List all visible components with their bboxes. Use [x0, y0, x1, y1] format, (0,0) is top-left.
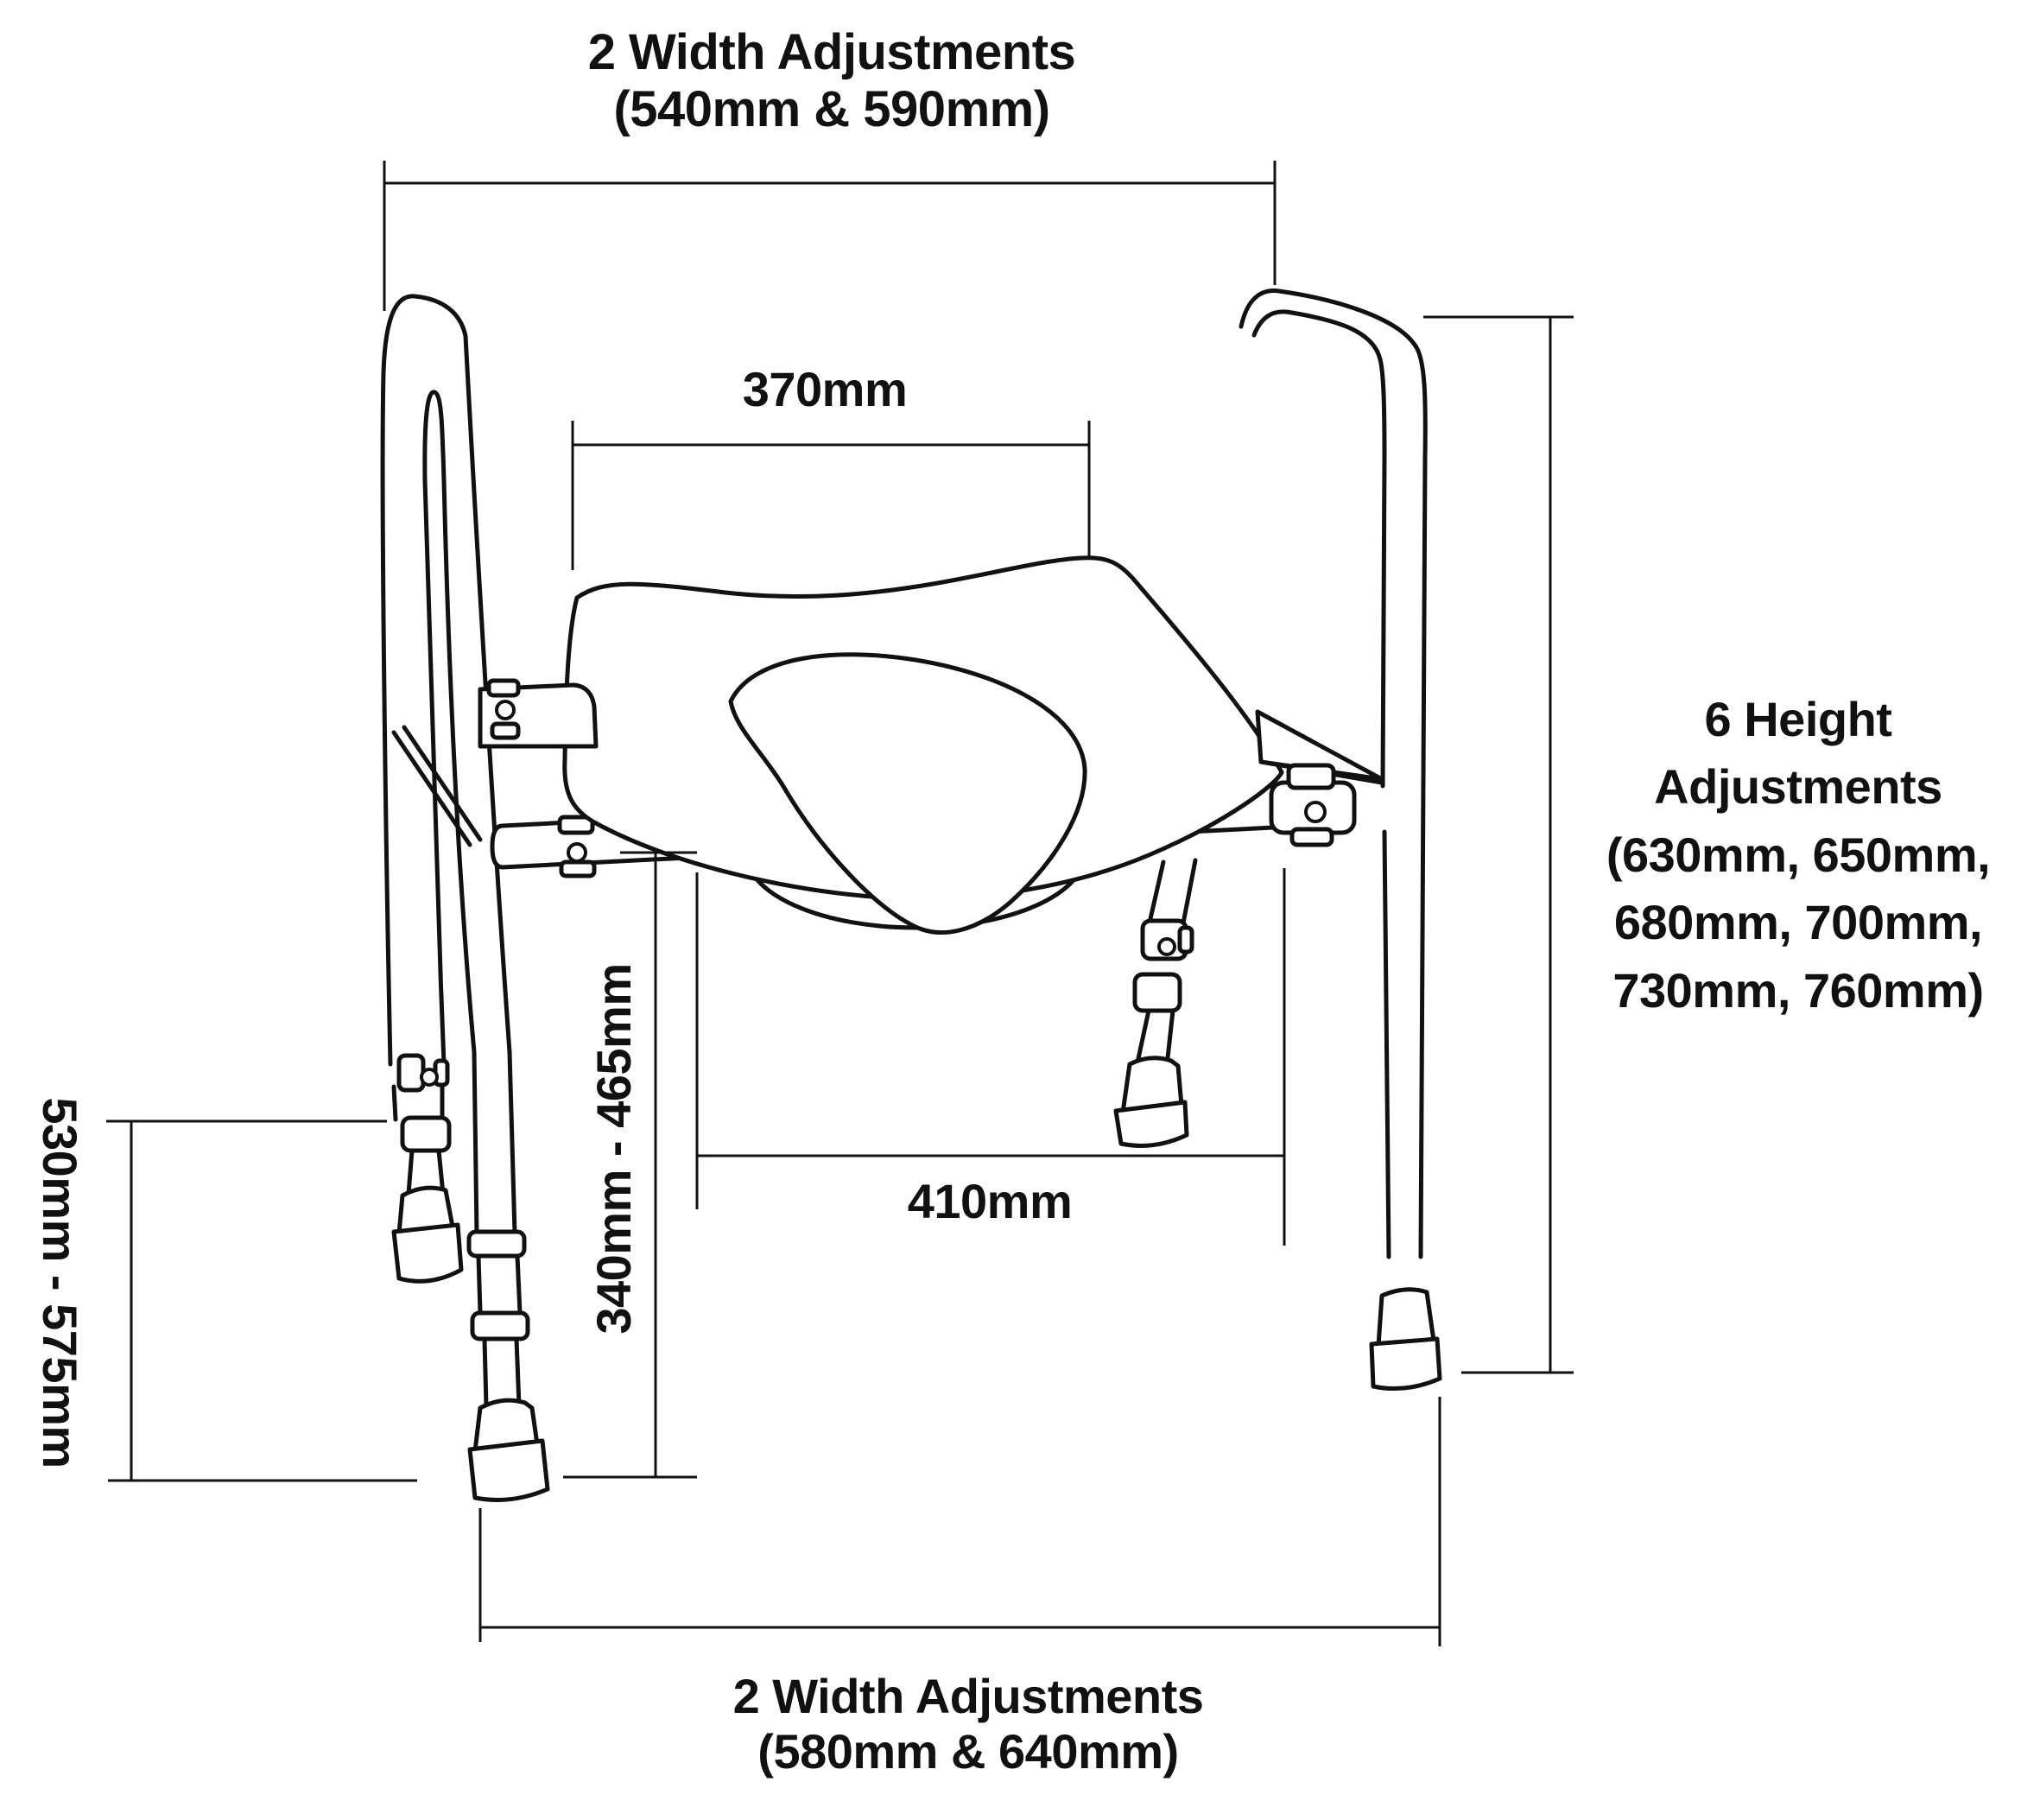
right-seat-clamp [1255, 709, 1384, 847]
right-front-leg-clamp-tab [1177, 925, 1194, 954]
label-seat-height-340-465: 340mm - 465mm [586, 963, 641, 1335]
dim-bottom-width-580-640 [478, 1397, 1441, 1646]
right-rear-leg-inner-edge [1382, 829, 1391, 1259]
right-front-ferrule-bottom [1113, 1100, 1189, 1148]
left-rear-leg-tube [391, 1082, 445, 1122]
dim-height-adjustments [1423, 315, 1574, 1374]
dim-seat-height-340-465 [563, 851, 697, 1479]
left-rear-leg-clamp [396, 1053, 426, 1093]
dim-top-width-540-590 [383, 161, 1277, 311]
left-seat-plate [478, 678, 599, 749]
right-armrest [1239, 289, 1428, 1259]
left-armrest-outer-tube [380, 294, 512, 1067]
dim-seat-width-370 [571, 421, 1091, 570]
right-front-leg [1113, 858, 1198, 1148]
left-front-ferrule-bottom [467, 1438, 550, 1502]
left-rear-ferrule-top [396, 1185, 455, 1236]
right-front-leg-tube [1147, 858, 1198, 930]
right-front-ferrule-top [1120, 1056, 1184, 1115]
left-diagonal-brace-2 [402, 725, 483, 842]
left-rear-leg-lower-tube [406, 1148, 446, 1196]
left-front-leg-mid-tube [476, 1253, 523, 1316]
right-clamp-tab-bottom [1289, 827, 1334, 847]
rail-left-clamp-screw [567, 842, 587, 863]
seat [562, 555, 1284, 935]
left-diagonal-brace [391, 730, 472, 847]
left-rear-ferrule-bottom [391, 1222, 464, 1284]
left-plate-clamp-top [486, 678, 521, 698]
left-plate-clamp-bottom [490, 721, 521, 740]
label-height-adjustments: 6 Height Adjustments (630mm, 650mm, 680m… [1606, 692, 1991, 1018]
left-rear-leg [391, 1053, 464, 1284]
left-armrest-inner-tube [422, 390, 477, 1067]
dim-base-inner-410 [695, 868, 1286, 1246]
right-armrest-outer-tube [1239, 289, 1428, 1259]
label-bottom-width-adjustments: 2 Width Adjustments (580mm & 640mm) [732, 1669, 1204, 1779]
right-front-leg-collar [1132, 972, 1182, 1013]
right-front-leg-lower-tube [1135, 1008, 1175, 1069]
left-rear-leg-screw [420, 1068, 439, 1087]
left-front-leg-tube [472, 1050, 517, 1236]
dim-left-leg-530-575 [106, 1119, 417, 1482]
right-clamp-screw [1304, 801, 1327, 823]
left-front-ferrule-top [472, 1398, 540, 1454]
left-armrest [380, 294, 512, 1067]
right-rear-foot [1369, 1287, 1442, 1392]
right-front-leg-screw [1157, 937, 1176, 956]
right-rear-ferrule-bottom [1369, 1336, 1442, 1392]
right-clamp-tab-top [1286, 763, 1336, 790]
label-left-leg-height-530-575: 530mm - 575mm [33, 1097, 87, 1468]
dimension-lines [106, 161, 1574, 1646]
left-front-leg-collar-1 [466, 1229, 527, 1259]
label-seat-width-370mm: 370mm [742, 362, 908, 416]
left-front-leg [466, 1050, 550, 1502]
label-top-width-adjustments: 2 Width Adjustments (540mm & 590mm) [587, 24, 1076, 137]
right-armrest-inner-tube [1251, 309, 1387, 789]
left-front-leg-collar-2 [470, 1310, 530, 1341]
label-base-inner-width-410mm: 410mm [907, 1174, 1073, 1228]
left-front-leg-inner-tube [482, 1336, 522, 1409]
left-plate-screw [495, 700, 516, 720]
left-rear-leg-collar [400, 1115, 452, 1153]
rail-left-clamp-top [557, 815, 595, 835]
seat-opening [728, 652, 1087, 935]
right-rear-ferrule-top [1376, 1287, 1436, 1348]
